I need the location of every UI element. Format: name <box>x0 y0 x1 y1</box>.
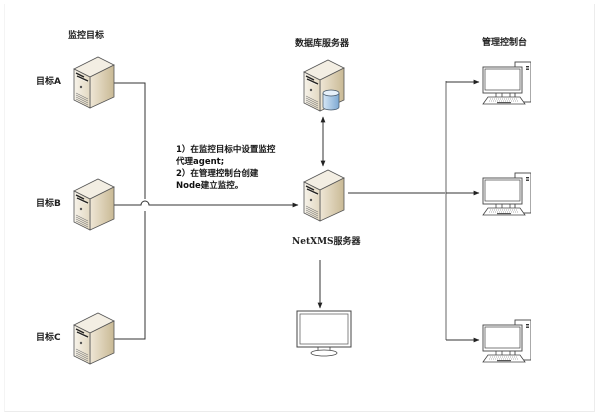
annotation-line: Node建立监控。 <box>176 181 244 191</box>
desktop-computer-icon <box>482 319 531 363</box>
node-target-b[interactable] <box>73 178 115 231</box>
group-label-monitored-targets: 监控目标 <box>68 31 105 41</box>
annotation-line: 2）在管理控制台创建 <box>176 169 259 179</box>
node-target-c[interactable] <box>73 312 115 365</box>
edge-target-b <box>95 200 299 208</box>
monitor-icon <box>296 310 352 357</box>
node-console-3[interactable] <box>482 319 531 363</box>
node-target-a[interactable] <box>73 56 115 109</box>
annotation-text: 1）在监控目标中设置监控 代理agent; 2）在管理控制台创建 Node建立监… <box>176 144 275 192</box>
node-db-server[interactable] <box>303 59 345 112</box>
server-tower-icon <box>73 56 115 109</box>
node-label-netxms-server: NetXMS服务器 <box>292 237 361 247</box>
node-console-2[interactable] <box>482 172 531 216</box>
group-label-management-console: 管理控制台 <box>482 38 528 48</box>
node-label-target-a: 目标A <box>36 77 61 87</box>
annotation-line: 代理agent; <box>176 157 225 167</box>
server-tower-icon <box>303 169 345 222</box>
node-netxms-server[interactable] <box>303 169 345 222</box>
node-label-target-c: 目标C <box>36 333 61 343</box>
database-cylinder-icon <box>322 89 340 111</box>
node-server-monitor[interactable] <box>296 310 352 357</box>
desktop-computer-icon <box>482 172 531 216</box>
node-label-target-b: 目标B <box>36 199 61 209</box>
desktop-computer-icon <box>482 61 531 105</box>
group-label-database-server: 数据库服务器 <box>295 39 350 49</box>
annotation-line: 1）在监控目标中设置监控 <box>176 145 276 155</box>
diagram-frame <box>4 4 595 412</box>
node-console-1[interactable] <box>482 61 531 105</box>
server-tower-icon <box>73 312 115 365</box>
connection-lines <box>95 79 480 343</box>
server-tower-icon <box>73 178 115 231</box>
